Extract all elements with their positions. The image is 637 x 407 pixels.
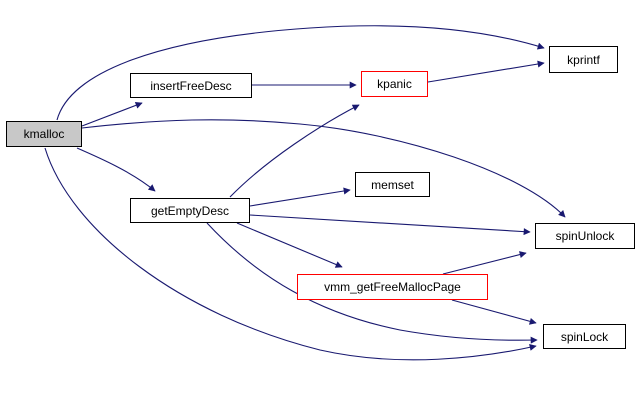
edge-getEmptyDesc-to-vmm_getFreeMallocPage <box>236 222 343 268</box>
edge-getEmptyDesc-to-kpanic <box>229 104 360 198</box>
node-spinunlock[interactable]: spinUnlock <box>535 223 635 249</box>
node-insertfreedesc[interactable]: insertFreeDesc <box>130 73 252 98</box>
node-label: kmalloc <box>23 127 65 141</box>
node-label: memset <box>371 177 414 192</box>
node-label: getEmptyDesc <box>150 203 230 218</box>
node-memset[interactable]: memset <box>355 172 430 197</box>
edge-getEmptyDesc-to-spinUnlock <box>249 214 531 236</box>
edge-kpanic-to-kprintf <box>427 60 545 83</box>
edge-kmalloc-to-insertFreeDesc <box>81 101 143 127</box>
node-label: spinLock <box>560 329 609 344</box>
node-label: kpanic <box>377 77 412 91</box>
edge-kmalloc-to-spinUnlock <box>81 119 566 218</box>
node-getemptydesc[interactable]: getEmptyDesc <box>130 198 250 223</box>
edge-kmalloc-to-getEmptyDesc <box>76 147 156 192</box>
edge-kmalloc-to-kprintf <box>56 25 545 121</box>
node-vmm-getfreemallocpage[interactable]: vmm_getFreeMallocPage <box>297 274 488 300</box>
node-label: spinUnlock <box>555 229 615 243</box>
node-spinlock[interactable]: spinLock <box>543 324 626 349</box>
edge-getEmptyDesc-to-spinLock <box>206 222 538 344</box>
edge-vmm_getFreeMallocPage-to-spinLock <box>451 299 537 325</box>
edge-vmm_getFreeMallocPage-to-spinUnlock <box>442 251 527 275</box>
edge-getEmptyDesc-to-memset <box>249 187 351 207</box>
node-kmalloc: kmalloc <box>6 121 82 147</box>
node-kpanic[interactable]: kpanic <box>361 71 428 97</box>
node-label: kprintf <box>567 52 600 67</box>
node-label: vmm_getFreeMallocPage <box>324 280 461 294</box>
node-label: insertFreeDesc <box>150 78 232 93</box>
edge-kmalloc-to-spinLock <box>44 147 537 361</box>
node-kprintf[interactable]: kprintf <box>549 46 618 73</box>
